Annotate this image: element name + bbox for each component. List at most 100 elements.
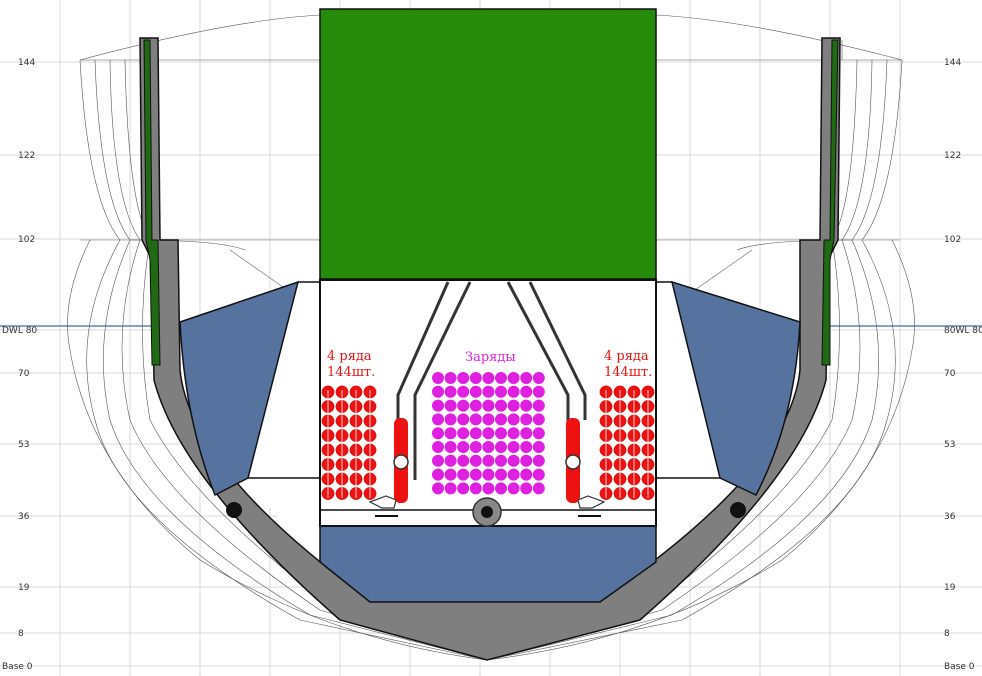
inner-hull-space — [180, 280, 800, 600]
scale-tick-label: DWL 80 — [2, 326, 37, 336]
scale-tick-label: 102 — [944, 235, 961, 245]
turret-pivot-core — [481, 506, 493, 518]
charge — [469, 372, 482, 384]
charge — [482, 482, 495, 495]
charge — [495, 413, 507, 426]
charge — [432, 454, 444, 467]
charge — [532, 468, 545, 481]
charge — [507, 482, 520, 495]
charge — [482, 441, 495, 453]
charge — [495, 468, 507, 481]
charge — [532, 482, 545, 495]
charge — [444, 413, 457, 426]
right-shell-rack — [599, 385, 655, 500]
charge — [444, 454, 457, 467]
left-rack-count-label: 144шт. — [327, 365, 375, 380]
scale-tick-label: Base 0 — [944, 662, 975, 672]
charge — [495, 441, 507, 453]
charge — [457, 413, 470, 426]
scale-tick-label: 80WL 80 — [944, 326, 982, 336]
charge — [457, 385, 470, 398]
charge — [520, 441, 533, 453]
scale-tick-label: 144 — [944, 58, 961, 68]
charge — [532, 399, 545, 412]
scale-tick-label: 70 — [944, 369, 956, 379]
charge — [432, 399, 444, 412]
scale-tick-label: 53 — [18, 440, 29, 450]
charge — [469, 413, 482, 426]
charge — [432, 482, 444, 495]
scale-tick-label: 36 — [944, 512, 956, 522]
scale-tick-label: 36 — [18, 512, 30, 522]
charge — [532, 413, 545, 426]
charge — [457, 427, 470, 440]
charge — [520, 468, 533, 481]
scale-tick-label: Base 0 — [2, 662, 33, 672]
charge — [482, 372, 495, 384]
charge — [495, 372, 507, 384]
charge — [507, 441, 520, 453]
charge — [507, 413, 520, 426]
charge — [469, 385, 482, 398]
left-armor-belt — [143, 39, 161, 366]
charge — [520, 482, 533, 495]
charge — [469, 454, 482, 467]
charge — [432, 441, 444, 453]
charge — [432, 468, 444, 481]
charge — [457, 372, 470, 384]
charge — [520, 399, 533, 412]
left-rack-rows-label: 4 ряда — [327, 349, 372, 364]
charge — [520, 427, 533, 440]
charge — [532, 372, 545, 384]
charge — [469, 468, 482, 481]
charge — [444, 385, 457, 398]
charge — [482, 468, 495, 481]
charge — [444, 441, 457, 453]
scale-tick-label: 19 — [18, 583, 30, 593]
right-hoist-clamp — [565, 454, 581, 470]
right-rack-count-label: 144шт. — [604, 365, 652, 380]
left-shell-rack — [321, 385, 377, 500]
scale-tick-label: 8 — [18, 629, 24, 639]
charge — [432, 385, 444, 398]
charge — [520, 413, 533, 426]
right-rack-rows-label: 4 ряда — [604, 349, 649, 364]
scale-tick-label: 53 — [944, 440, 955, 450]
charge — [469, 427, 482, 440]
charge — [457, 468, 470, 481]
charge — [482, 427, 495, 440]
right-bilge-keel — [730, 502, 746, 518]
right-armor-belt — [821, 39, 839, 366]
scale-tick-label: 122 — [18, 151, 35, 161]
charge — [469, 441, 482, 453]
charge — [495, 399, 507, 412]
charge — [507, 399, 520, 412]
charge — [520, 372, 533, 384]
charge — [444, 372, 457, 384]
charge — [495, 454, 507, 467]
charge — [532, 454, 545, 467]
scale-tick-label: 19 — [944, 583, 956, 593]
charge — [482, 413, 495, 426]
charge — [507, 454, 520, 467]
left-bilge-keel — [226, 502, 242, 518]
charge — [507, 372, 520, 384]
charge — [507, 468, 520, 481]
charge — [444, 399, 457, 412]
charge — [482, 399, 495, 412]
charge — [520, 385, 533, 398]
scale-tick-label: 102 — [18, 235, 35, 245]
right-side-tank — [670, 280, 801, 496]
charge — [444, 427, 457, 440]
charge — [432, 413, 444, 426]
scale-tick-label: 8 — [944, 629, 950, 639]
charge — [520, 454, 533, 467]
right-transfer-gear — [577, 495, 606, 517]
charge — [457, 454, 470, 467]
main-turret — [319, 8, 657, 280]
hull-shell — [139, 37, 841, 661]
charge — [482, 454, 495, 467]
bottom-tank — [319, 525, 657, 603]
